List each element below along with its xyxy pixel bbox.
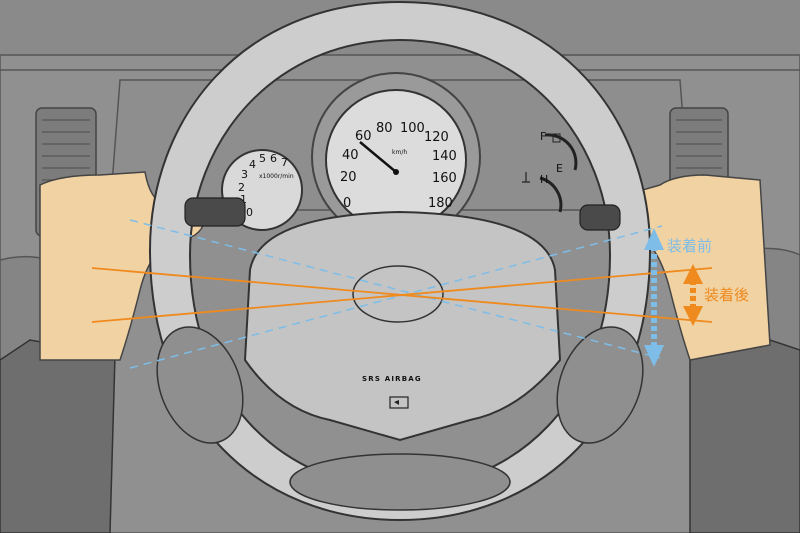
temp-hot-label: H bbox=[540, 173, 548, 186]
speed-tick-40: 40 bbox=[342, 148, 359, 163]
before-line-1 bbox=[129, 219, 661, 359]
speed-tick-180: 180 bbox=[428, 196, 453, 211]
speed-tick-160: 160 bbox=[432, 171, 457, 186]
wheel-hub bbox=[243, 210, 562, 442]
tacho-tick-6: 6 bbox=[270, 152, 277, 165]
after-lines bbox=[91, 267, 713, 323]
speed-tick-80: 80 bbox=[376, 121, 393, 136]
signal-stalk bbox=[579, 204, 621, 231]
speed-tick-120: 120 bbox=[424, 130, 449, 145]
after-range-arrow bbox=[683, 264, 703, 326]
tacho-tick-7: 7 bbox=[281, 156, 288, 169]
tacho-tick-5: 5 bbox=[259, 152, 266, 165]
steering-wheel: SRS AIRBAG bbox=[148, 0, 652, 522]
tacho-tick-1: 1 bbox=[240, 193, 247, 206]
fuel-pump-icon bbox=[552, 133, 561, 143]
before-line-2 bbox=[129, 225, 663, 369]
fuel-empty-label: E bbox=[556, 162, 563, 175]
tacho-tick-2: 2 bbox=[238, 181, 245, 194]
tacho-tick-4: 4 bbox=[249, 158, 256, 171]
after-line-2 bbox=[91, 267, 713, 323]
speed-tick-140: 140 bbox=[432, 149, 457, 164]
before-lines bbox=[129, 219, 663, 369]
tacho-unit: x1000r/min bbox=[259, 173, 294, 180]
wiper-stalk bbox=[184, 197, 246, 227]
speed-tick-0: 0 bbox=[343, 196, 351, 211]
speed-unit: km/h bbox=[392, 149, 407, 156]
after-label: 装着後 bbox=[704, 286, 749, 304]
speed-needle bbox=[359, 141, 397, 173]
speed-tick-60: 60 bbox=[355, 129, 372, 144]
speed-tick-100: 100 bbox=[400, 121, 425, 136]
speed-tick-20: 20 bbox=[340, 170, 357, 185]
horn-icon bbox=[389, 396, 409, 409]
tacho-tick-3: 3 bbox=[241, 168, 248, 181]
before-label: 装着前 bbox=[667, 237, 712, 255]
airbag-label: SRS AIRBAG bbox=[362, 375, 422, 383]
temperature-icon bbox=[522, 172, 530, 183]
fuel-temp-gauges: F E H bbox=[522, 130, 578, 213]
before-range-arrow bbox=[644, 228, 664, 367]
fuel-full-label: F bbox=[540, 130, 546, 143]
tacho-tick-0: 0 bbox=[246, 206, 253, 219]
